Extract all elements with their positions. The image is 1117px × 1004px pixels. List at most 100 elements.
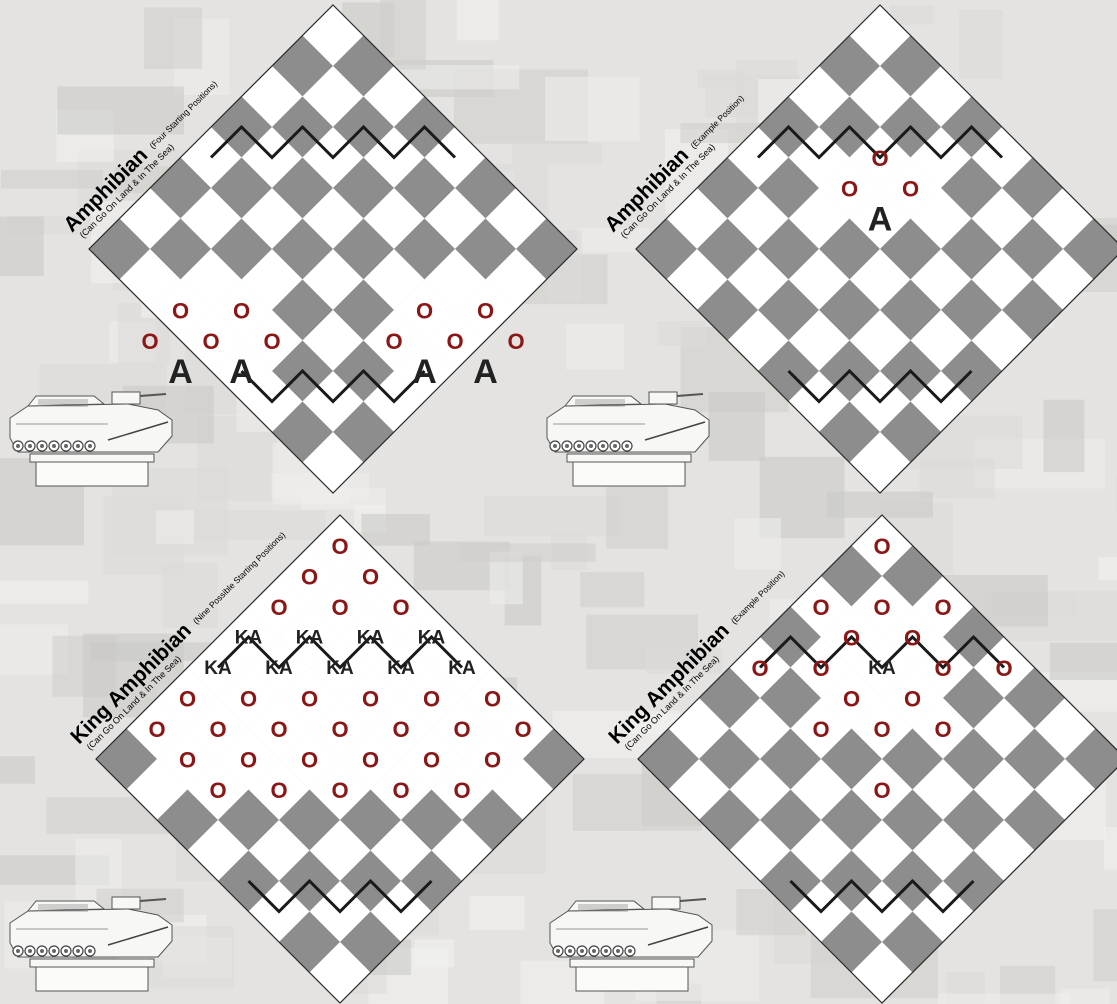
move-target-mark: O (148, 717, 165, 742)
camo-patch (1044, 400, 1085, 473)
move-target-mark: O (392, 778, 409, 803)
king-amphibian-piece: KA (204, 658, 232, 679)
move-target-mark: O (812, 717, 829, 742)
move-target-mark: O (263, 329, 280, 354)
amphibian-piece: A (412, 353, 437, 391)
move-target-mark: O (873, 778, 890, 803)
move-target-mark: O (934, 656, 951, 681)
move-target-mark: O (172, 299, 189, 324)
move-target-mark: O (301, 565, 318, 590)
move-target-mark: O (240, 748, 257, 773)
move-target-mark: O (331, 778, 348, 803)
camo-patch (144, 8, 202, 69)
camo-patch (959, 10, 1003, 79)
king-amphibian-piece: KA (265, 658, 293, 679)
camo-patch (414, 939, 454, 967)
king-amphibian-piece: KA (868, 658, 896, 679)
king-amphibian-piece: KA (387, 658, 415, 679)
move-target-mark: O (812, 656, 829, 681)
move-target-mark: O (873, 534, 890, 559)
camo-patch (469, 896, 524, 930)
move-target-mark: O (362, 748, 379, 773)
move-target-mark: O (995, 656, 1012, 681)
move-target-mark: O (179, 687, 196, 712)
camo-patch (938, 994, 1071, 1004)
move-target-mark: O (331, 595, 348, 620)
camo-patch (545, 77, 640, 141)
amphibian-piece: A (229, 353, 254, 391)
amphibian-piece: A (168, 353, 193, 391)
move-target-mark: O (484, 687, 501, 712)
camo-patch (362, 514, 431, 546)
move-target-mark: O (843, 626, 860, 651)
move-target-mark: O (331, 717, 348, 742)
camo-patch (1050, 643, 1117, 680)
camo-patch (1093, 909, 1117, 981)
camo-patch (735, 518, 781, 569)
move-target-mark: O (270, 717, 287, 742)
move-target-mark: O (270, 595, 287, 620)
camo-patch (606, 487, 668, 548)
camo-patch (0, 217, 44, 276)
move-target-mark: O (934, 595, 951, 620)
camo-patch (484, 496, 619, 537)
move-target-mark: O (934, 717, 951, 742)
move-target-mark: O (423, 687, 440, 712)
move-target-mark: O (362, 565, 379, 590)
move-target-mark: O (362, 687, 379, 712)
camo-patch (457, 0, 499, 40)
camo-patch (459, 543, 595, 562)
move-target-mark: O (902, 177, 919, 202)
king-amphibian-piece: KA (326, 658, 354, 679)
king-amphibian-piece: KA (418, 628, 446, 649)
move-target-mark: O (270, 778, 287, 803)
move-target-mark: O (873, 595, 890, 620)
move-target-mark: O (141, 329, 158, 354)
move-target-mark: O (484, 748, 501, 773)
amphibian-piece: A (868, 201, 893, 239)
move-target-mark: O (233, 299, 250, 324)
move-target-mark: O (453, 717, 470, 742)
move-target-mark: O (873, 717, 890, 742)
move-target-mark: O (385, 329, 402, 354)
move-target-mark: O (209, 778, 226, 803)
king-amphibian-piece: KA (296, 628, 324, 649)
camo-patch (156, 510, 194, 544)
camo-patch (1099, 557, 1117, 580)
move-target-mark: O (904, 626, 921, 651)
move-target-mark: O (202, 329, 219, 354)
move-target-mark: O (392, 717, 409, 742)
move-target-mark: O (507, 329, 524, 354)
move-target-mark: O (514, 717, 531, 742)
camo-patch (194, 510, 325, 540)
move-target-mark: O (446, 329, 463, 354)
move-target-mark: O (477, 299, 494, 324)
camo-patch (709, 392, 765, 461)
move-target-mark: O (331, 534, 348, 559)
move-target-mark: O (841, 177, 858, 202)
move-target-mark: O (209, 717, 226, 742)
move-target-mark: O (843, 687, 860, 712)
amphibian-piece: A (473, 353, 498, 391)
move-target-mark: O (392, 595, 409, 620)
camo-patch (1, 170, 103, 189)
move-target-mark: O (240, 687, 257, 712)
camo-patch (580, 572, 644, 607)
king-amphibian-piece: KA (357, 628, 385, 649)
camo-patch (512, 143, 601, 165)
king-amphibian-piece: KA (235, 628, 263, 649)
move-target-mark: O (871, 146, 888, 171)
camo-patch (567, 324, 625, 370)
move-target-mark: O (904, 687, 921, 712)
camo-patch (658, 321, 706, 346)
move-target-mark: O (423, 748, 440, 773)
move-target-mark: O (301, 687, 318, 712)
move-target-mark: O (179, 748, 196, 773)
camo-patch (827, 492, 933, 518)
move-target-mark: O (301, 748, 318, 773)
move-target-mark: O (453, 778, 470, 803)
move-target-mark: O (416, 299, 433, 324)
camo-patch (1104, 827, 1117, 869)
camo-patch (0, 756, 35, 783)
